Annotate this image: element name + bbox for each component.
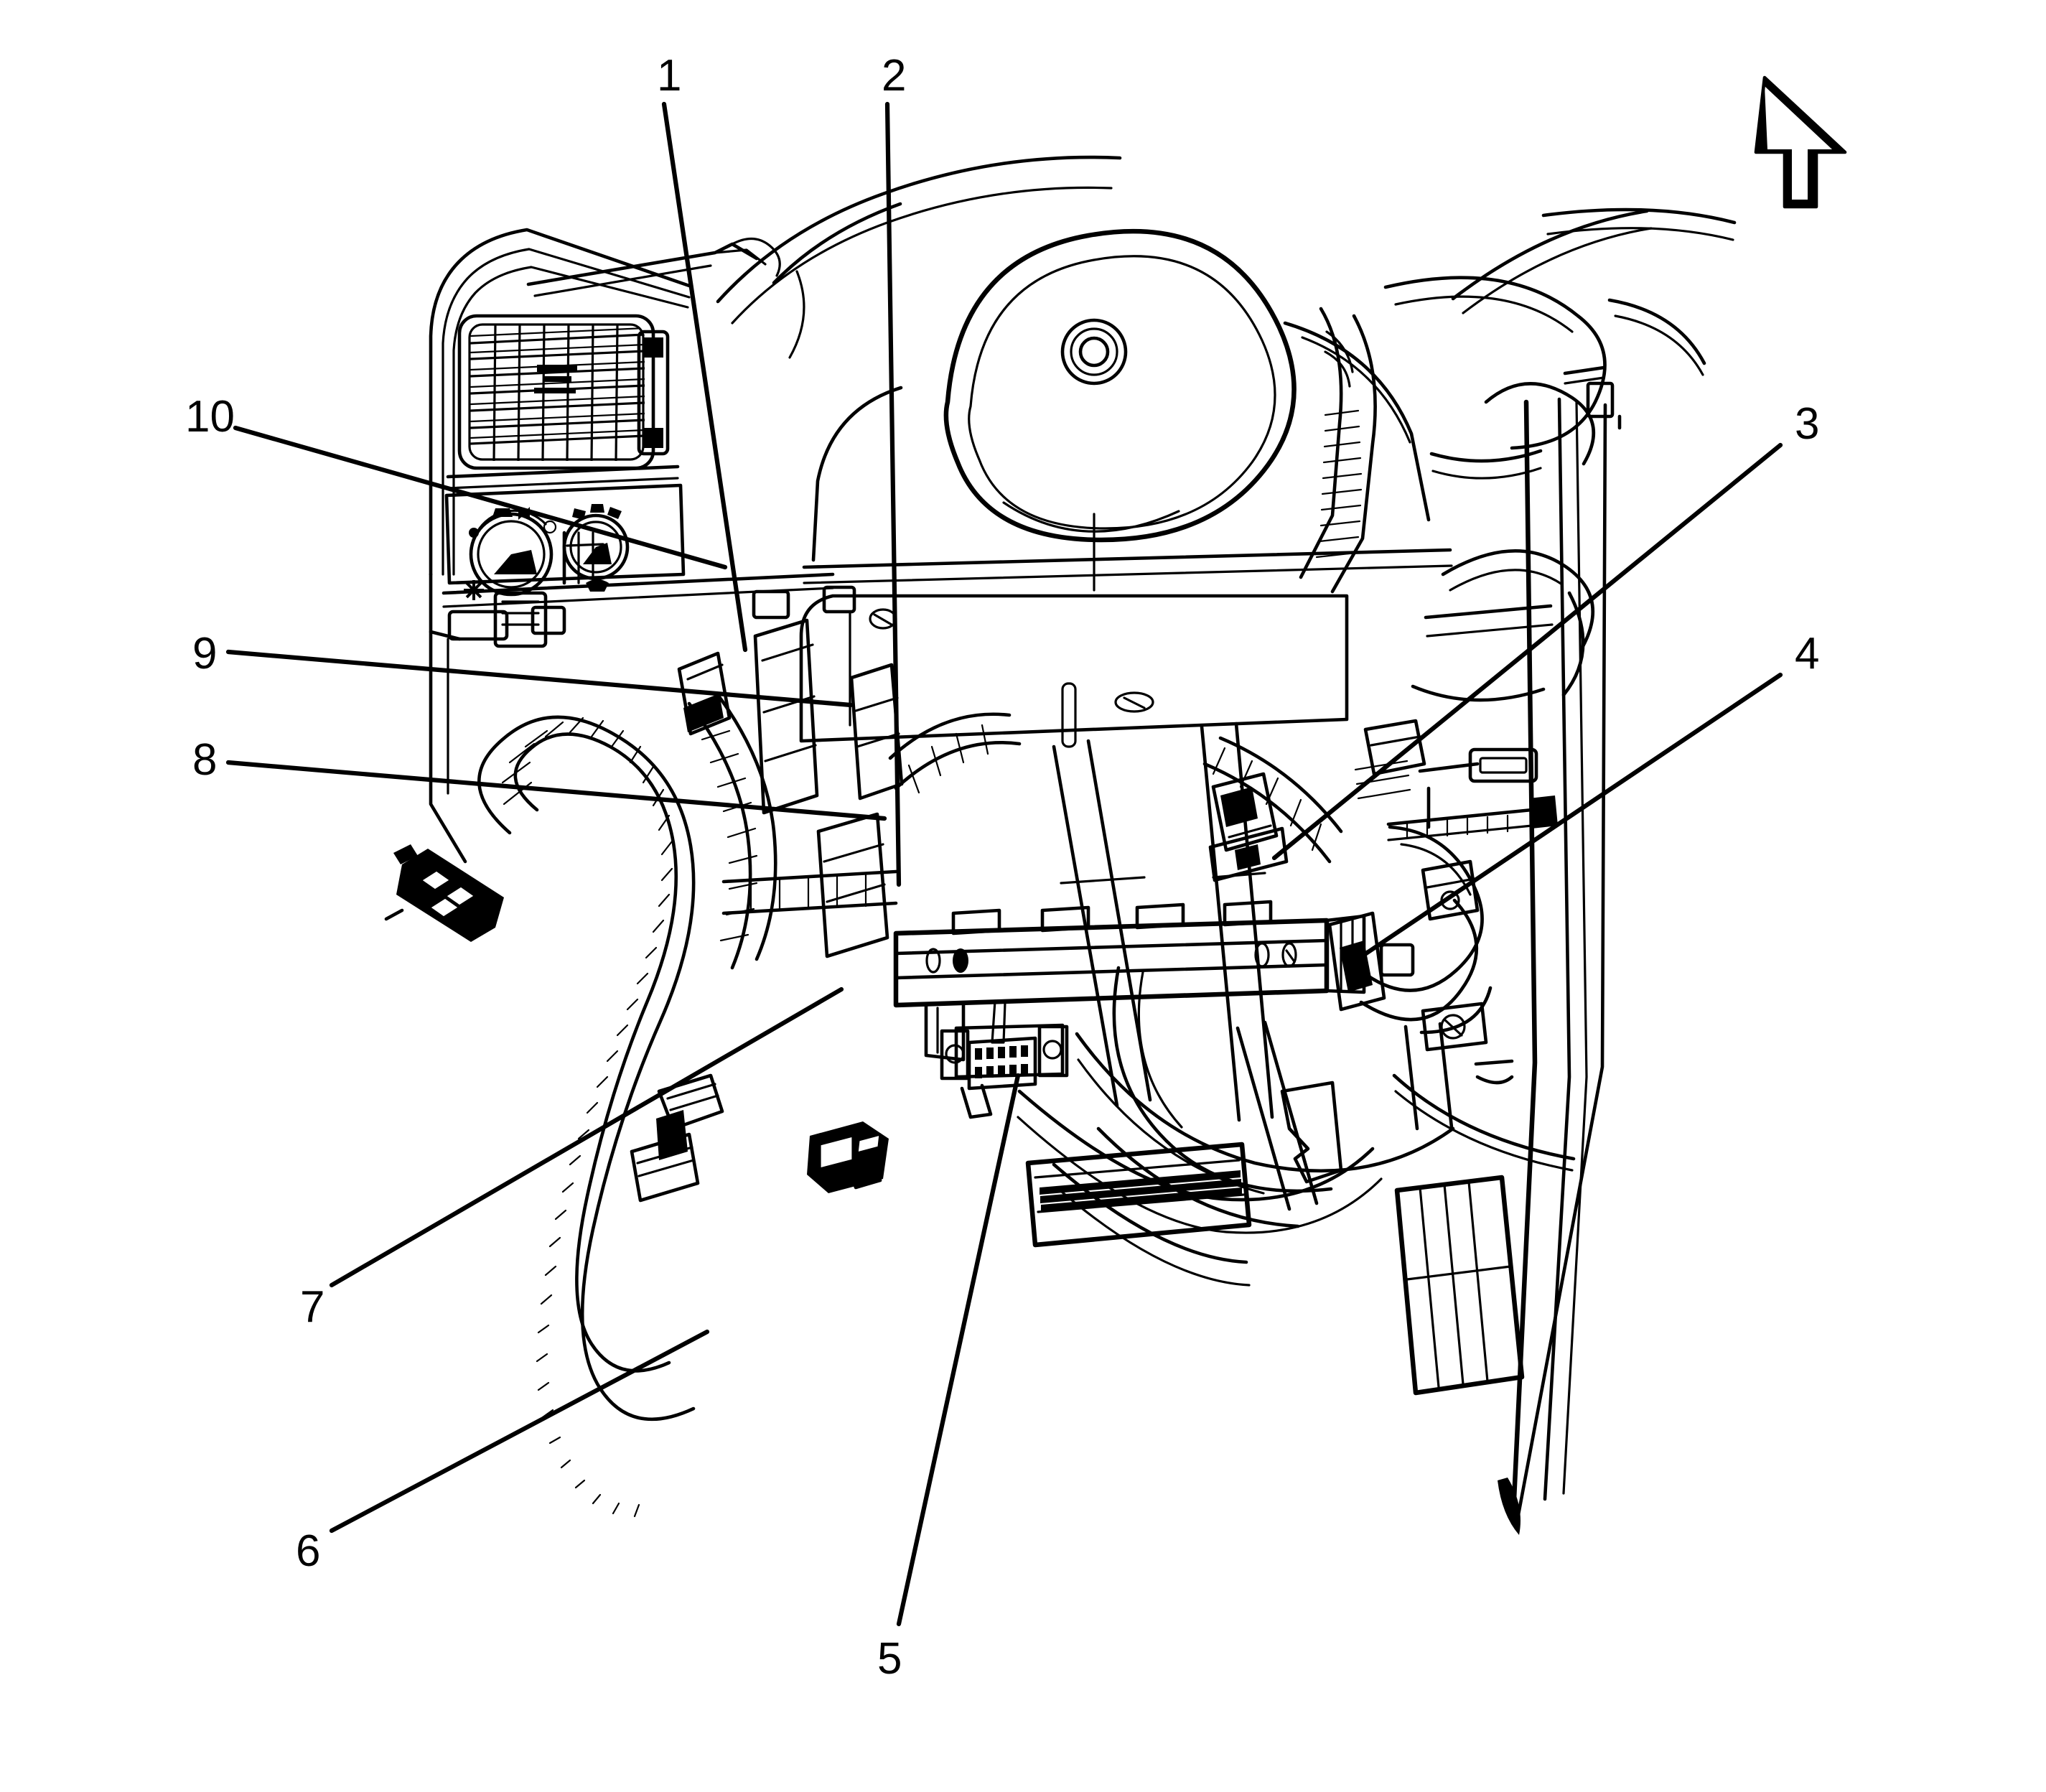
floor-and-tunnel xyxy=(1075,898,1488,1228)
forward-direction-arrow xyxy=(1754,75,1847,209)
connector-block-left xyxy=(384,844,504,942)
pedal-assembly xyxy=(1025,1020,1525,1396)
leader-7 xyxy=(329,986,844,1288)
leader-9 xyxy=(225,649,854,708)
instrument-panel-left xyxy=(429,228,856,864)
wiring-harness-branches xyxy=(687,693,1558,1287)
leader-10 xyxy=(233,425,728,570)
leader-8 xyxy=(225,760,887,821)
leader-3 xyxy=(1271,442,1783,861)
leader-6 xyxy=(329,1329,710,1534)
callout-8: 8 xyxy=(192,735,218,785)
leader-5 xyxy=(896,1073,1021,1627)
wiring-harness-main-loop xyxy=(477,715,696,1518)
callout-1: 1 xyxy=(657,51,682,101)
a-pillar-door-opening xyxy=(1360,365,1622,1535)
leader-2 xyxy=(884,101,902,887)
connector-small-center xyxy=(807,1121,889,1193)
callout-2: 2 xyxy=(882,51,907,101)
connector-right-column xyxy=(1208,772,1289,882)
leader-1 xyxy=(661,101,748,653)
callout-3: 3 xyxy=(1795,399,1820,449)
callout-5: 5 xyxy=(877,1634,902,1684)
callout-leader-lines xyxy=(225,101,1783,1627)
callout-9: 9 xyxy=(192,629,218,678)
callout-7: 7 xyxy=(300,1282,325,1332)
callout-10: 10 xyxy=(185,392,235,442)
connector-mid-harness xyxy=(630,1073,724,1203)
leader-4 xyxy=(1350,672,1783,965)
callout-4: 4 xyxy=(1795,629,1820,678)
callout-6: 6 xyxy=(296,1526,321,1576)
mounting-brackets xyxy=(677,618,904,958)
data-link-connector xyxy=(940,999,1069,1119)
column-fine-detail xyxy=(1354,719,1480,921)
